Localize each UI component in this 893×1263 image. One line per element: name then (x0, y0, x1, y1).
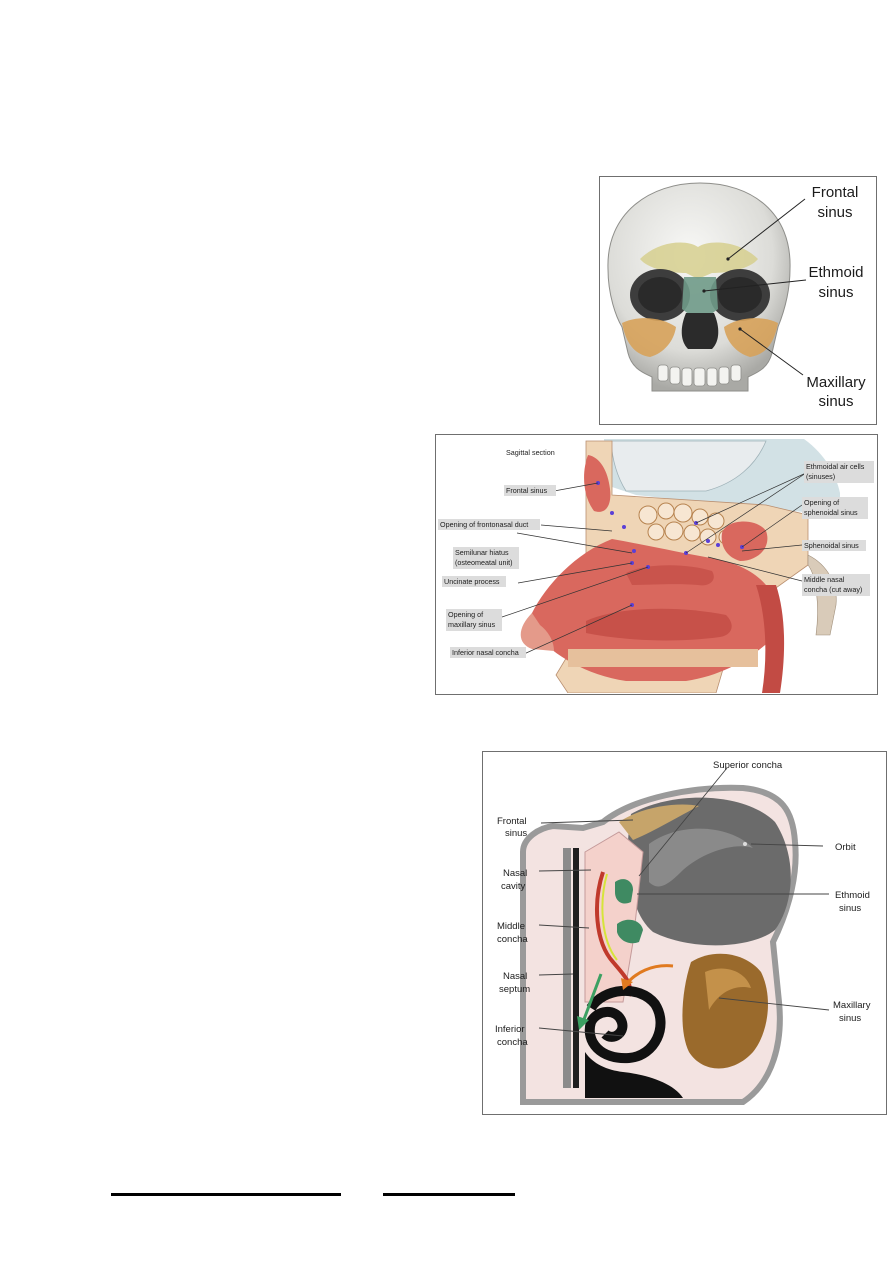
label-uncinate-process: Uncinate process (444, 577, 500, 586)
label-inferior-nasal-concha: Inferior nasal concha (452, 648, 519, 657)
label-nasal-cavity-1: Nasal (503, 868, 527, 879)
footer-rule-right (383, 1193, 515, 1196)
label-semilunar-hiatus-2: (osteomeatal unit) (455, 558, 513, 567)
label-sphenoidal-sinus: Sphenoidal sinus (804, 541, 859, 550)
ethmoid-sinus-region (682, 277, 718, 315)
coronal-illustration: Superior concha Frontal sinus Nasal cavi… (495, 760, 871, 1105)
label-nasal-septum-1: Nasal (503, 971, 527, 982)
label-orbit: Orbit (835, 842, 856, 853)
label-ethmoidal-air-cells-1: Ethmoidal air cells (806, 462, 865, 471)
label-superior-concha: Superior concha (713, 760, 783, 771)
sagittal-illustration: Sagittal section Frontal sinus Opening o… (438, 439, 874, 693)
label-maxillary-sinus-2: sinus (839, 1013, 861, 1024)
label-ethmoid-sinus-2: sinus (818, 284, 853, 301)
label-ethmoid-sinus-2: sinus (839, 903, 861, 914)
label-middle-concha-1: Middle nasal (804, 575, 845, 584)
label-ethmoidal-air-cells-2: (sinuses) (806, 472, 835, 481)
label-opening-maxillary-2: maxillary sinus (448, 620, 496, 629)
inferior-concha-shape (586, 608, 732, 641)
footer-rule-left (111, 1193, 341, 1196)
middle-concha-cut (626, 565, 714, 586)
skull-sinus-figure: Frontal sinus Ethmoid sinus Maxillary si… (599, 176, 877, 425)
teeth (657, 364, 742, 387)
sphenoid-sinus-shape (721, 521, 768, 561)
label-sphenoidal-opening-2: sphenoidal sinus (804, 508, 858, 517)
label-sphenoidal-opening-1: Opening of (804, 498, 839, 507)
label-frontal-sinus-1: Frontal (812, 184, 859, 201)
inferior-concha-shape (584, 986, 666, 1064)
label-frontal-sinus: Frontal sinus (506, 486, 548, 495)
frontal-sinus-shape (619, 804, 699, 840)
left-maxillary-sinus (622, 318, 676, 357)
coronal-section-figure: Superior concha Frontal sinus Nasal cavi… (482, 751, 887, 1115)
label-maxillary-sinus-1: Maxillary (806, 374, 866, 391)
label-opening-maxillary-1: Opening of (448, 610, 483, 619)
sagittal-title: Sagittal section (506, 448, 555, 457)
label-ethmoid-sinus-1: Ethmoid (808, 264, 863, 281)
label-frontal-sinus-2: sinus (505, 828, 527, 839)
frontal-sinus-region (640, 242, 758, 279)
label-middle-concha-1: Middle (497, 921, 525, 932)
nasal-aperture (681, 313, 719, 349)
label-frontonasal-duct: Opening of frontonasal duct (440, 520, 528, 529)
label-inferior-concha-2: concha (497, 1037, 528, 1048)
label-maxillary-sinus-1: Maxillary (833, 1000, 871, 1011)
nasal-septum-shape (563, 848, 571, 1088)
label-ethmoid-sinus-1: Ethmoid (835, 890, 870, 901)
label-nasal-septum-2: septum (499, 984, 530, 995)
label-frontal-sinus-2: sinus (817, 204, 852, 221)
ethmoid-air-cells (638, 502, 734, 546)
label-inferior-concha-1: Inferior (495, 1024, 525, 1035)
label-middle-concha-2: concha (497, 934, 528, 945)
label-middle-concha-2: concha (cut away) (804, 585, 862, 594)
label-maxillary-sinus-2: sinus (818, 393, 853, 410)
label-nasal-cavity-2: cavity (501, 881, 526, 892)
ethmoid-sinus-shape (615, 879, 633, 904)
skull-illustration: Frontal sinus Ethmoid sinus Maxillary si… (607, 182, 866, 410)
label-semilunar-hiatus-1: Semilunar hiatus (455, 548, 509, 557)
sagittal-section-figure: Sagittal section Frontal sinus Opening o… (435, 434, 878, 695)
label-frontal-sinus-1: Frontal (497, 816, 527, 827)
